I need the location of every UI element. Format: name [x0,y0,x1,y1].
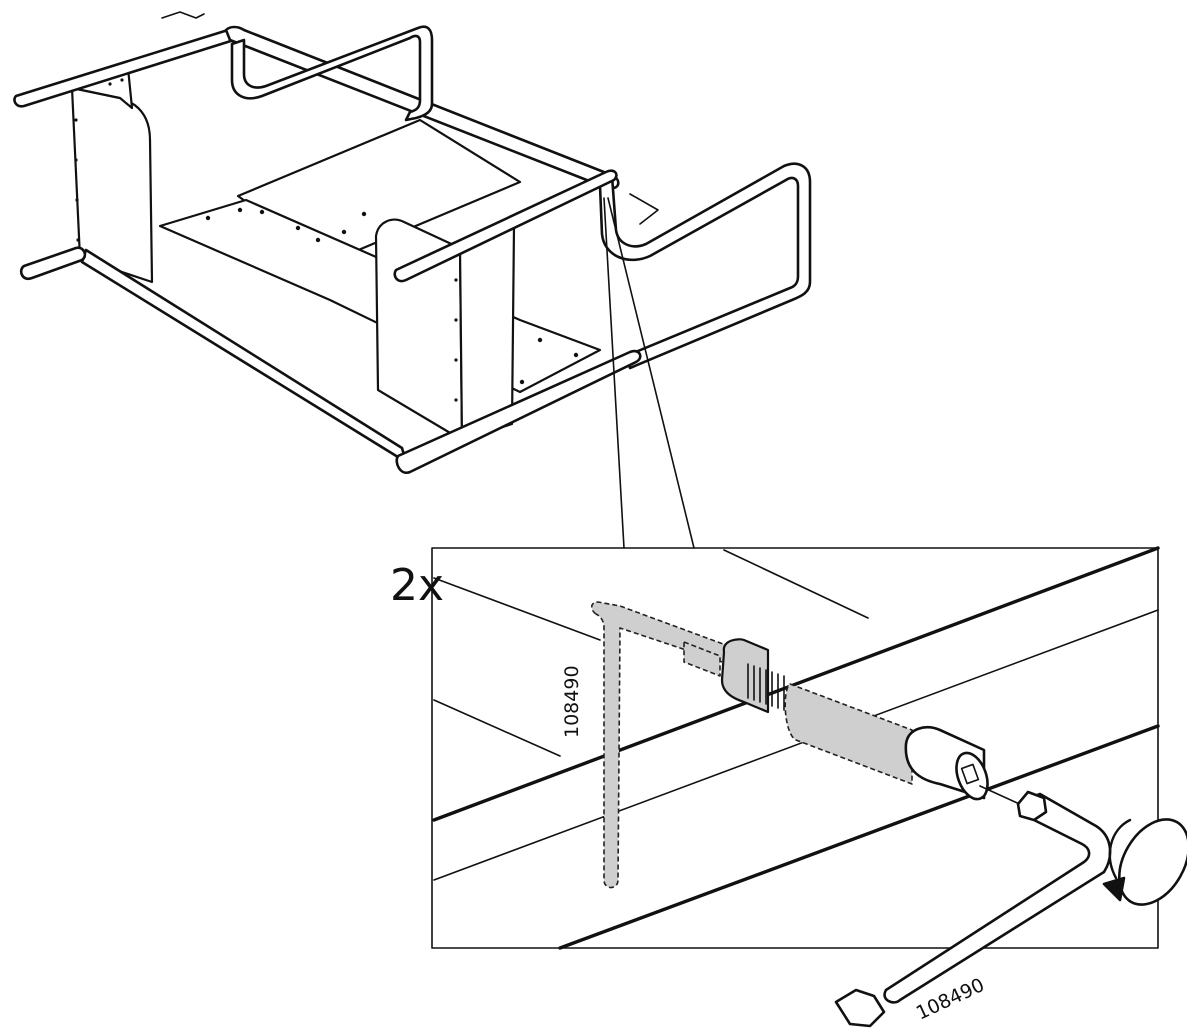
rail-bottom-front [395,349,642,474]
detail-connector [720,638,785,714]
armrest-loop-left [230,25,434,122]
detail-board-lines [432,546,1160,950]
dimension-mark [161,11,205,19]
armrest-loop-right [598,162,812,370]
side-panel-left-holes [74,78,124,242]
allen-key-tip [834,988,886,1028]
allen-key-body [883,792,1112,1004]
detail-box-border [431,547,1159,949]
rotate-clockwise-icon [1102,818,1187,906]
detail-view: 2x 108490 108490 [390,546,1187,1028]
rail-left-leg [19,246,87,281]
quantity-label: 2x [390,560,444,611]
rail-front-middle [393,169,618,283]
detail-sleeve [784,683,989,801]
sofa-frame [13,11,812,474]
allen-key-head [1016,790,1048,822]
detail-thread [747,663,785,711]
armrest-loop-right-inner [629,193,659,225]
side-panel-right-holes [454,278,458,402]
part-number-bolt: 108490 [561,665,583,738]
detail-allen-key [834,785,1112,1028]
callout-lines [603,197,695,549]
base-panel-screws [205,207,579,385]
detail-bolt-ghost [590,601,735,889]
